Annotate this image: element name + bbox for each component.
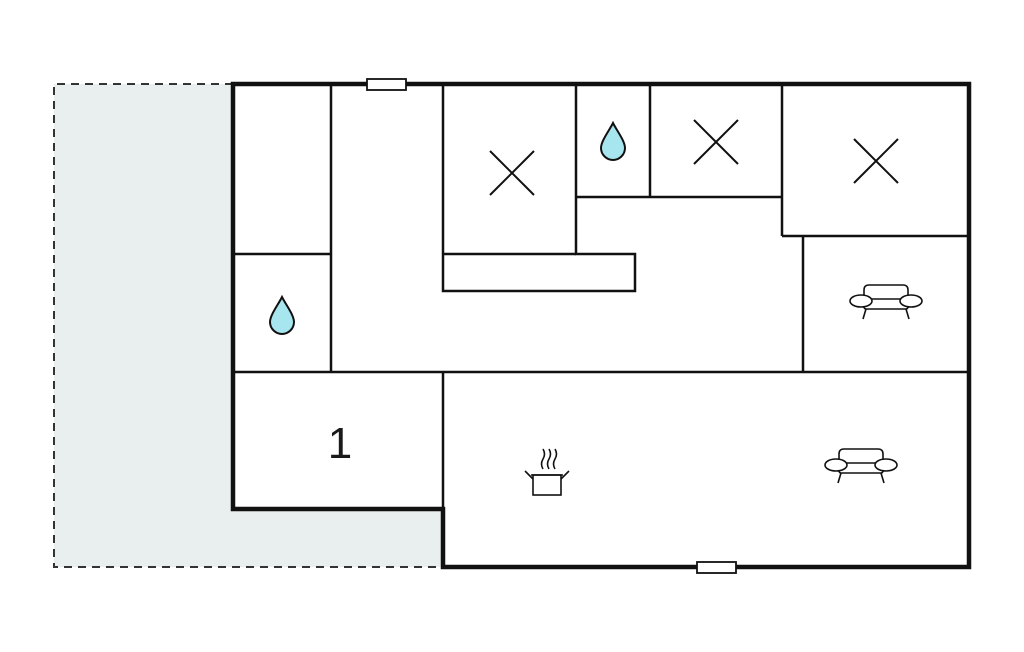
bathroom-1-water-drop-icon [600, 122, 626, 161]
kitchen-living-sofa-icon [824, 448, 898, 484]
terrace [53, 83, 443, 568]
bedroom-2-bed-cross-icon [693, 119, 739, 165]
exterior-walls [230, 81, 972, 570]
bedroom-1-bed-cross-icon [489, 150, 535, 196]
bedroom-3-bed-cross-icon [853, 138, 899, 184]
window-bottom [696, 561, 737, 574]
interior-walls [233, 86, 969, 509]
window-top [366, 78, 407, 91]
living-room-sofa-icon [849, 284, 923, 320]
storage-room-label: 1 [328, 419, 352, 468]
kitchen-cooking-pot-icon [524, 448, 570, 496]
bathroom-2-water-drop-icon [269, 296, 295, 335]
